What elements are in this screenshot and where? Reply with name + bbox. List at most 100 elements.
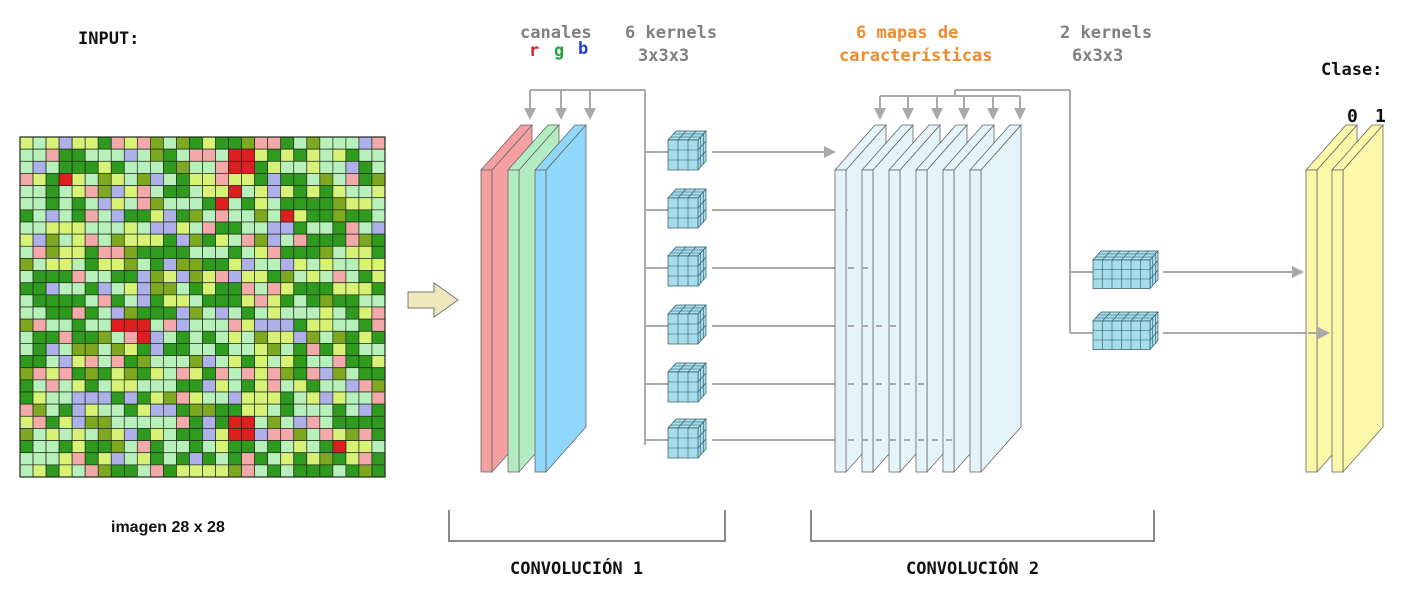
input-pixel [58,245,73,259]
input-pixel [306,318,321,332]
input-pixel [58,270,73,284]
input-pixel [319,428,334,441]
input-pixel [254,440,269,454]
input-pixel [254,148,269,162]
input-pixel [267,294,282,308]
input-pixel [215,270,229,284]
input-pixel [293,379,308,393]
input-pixel [45,185,60,199]
conv1-kernel-5-gridline [677,418,687,429]
input-pixel [189,233,203,247]
input-pixel [319,440,334,454]
input-pixel [345,355,360,369]
input-pixel [97,391,112,405]
input-pixel [371,294,386,308]
input-pixel [306,306,321,320]
input-pixel [215,136,229,150]
input-pixel [110,379,125,393]
input-pixel [150,428,164,441]
channel-r-label: r [529,41,540,61]
input-pixel [202,160,216,174]
input-pixel [345,403,360,417]
input-pixel [241,452,255,466]
input-pixel [332,173,347,186]
input-pixel [358,452,373,466]
input-pixel [371,136,386,150]
input-pixel [19,343,34,356]
input-pixel [358,185,373,199]
input-pixel [71,391,86,405]
input-pixel [163,415,177,429]
input-pixel [241,403,255,417]
input-pixel [241,294,255,308]
input-pixel [345,270,360,284]
input-pixel [110,160,125,174]
input-pixel [293,185,308,199]
channel-g-label: g [554,41,565,61]
input-pixel [123,330,138,344]
input-pixel [371,428,386,441]
input-pixel [267,464,282,478]
input-pixel [110,282,125,296]
input-pixel [280,258,295,271]
conv1-caption: CONVOLUCIÓN 1 [510,559,644,579]
input-pixel [358,464,373,478]
input-pixel [358,270,373,284]
input-pixel [136,136,151,150]
input-pixel [267,355,282,369]
input-pixel [332,221,347,235]
feature-maps-line2: características [839,46,993,66]
input-pixel [32,379,47,393]
input-pixel [97,136,112,150]
input-pixel [254,136,269,150]
input-pixel [58,306,73,320]
input-pixel [32,391,47,405]
input-pixel [32,294,47,308]
conv1-kernel-2-gridline [697,266,707,277]
input-pixel [189,367,203,381]
input-pixel [306,391,321,405]
input-pixel [345,391,360,405]
input-pixel [45,245,60,259]
input-pixel [84,464,99,478]
input-pixel [97,452,112,466]
input-pixel [136,367,151,381]
input-pixel [280,440,295,454]
conv1-kernel-0-gridline [697,140,707,151]
input-pixel [280,221,295,235]
input-pixel [45,209,60,223]
input-pixel [110,343,125,356]
input-pixel [371,391,386,405]
input-pixel [371,452,386,466]
input-pixel [280,355,295,369]
input-pixel [123,173,138,186]
input-pixel [136,452,151,466]
input-pixel [97,440,112,454]
input-pixel-red [228,148,242,162]
input-pixel [228,245,242,259]
input-pixel [71,464,86,478]
input-pixel [110,464,125,478]
input-pixel [228,258,242,271]
input-pixel [71,197,86,211]
input-pixel [267,343,282,356]
input-pixel [345,367,360,381]
input-pixel [136,415,151,429]
input-pixel [163,209,177,223]
input-pixel [215,440,229,454]
input-pixel [293,343,308,356]
input-pixel [241,258,255,271]
input-pixel [97,270,112,284]
input-pixel [371,282,386,296]
conv2-drop-arrow-1 [902,108,914,120]
input-pixel [163,160,177,174]
channel-plane-b [534,123,587,474]
input-pixel [228,318,242,332]
input-pixel [267,197,282,211]
input-pixel [280,343,295,356]
conv1-kernel-5-gridline [687,418,697,429]
input-pixel [110,330,125,344]
input-pixel [306,136,321,150]
input-pixel [345,233,360,247]
